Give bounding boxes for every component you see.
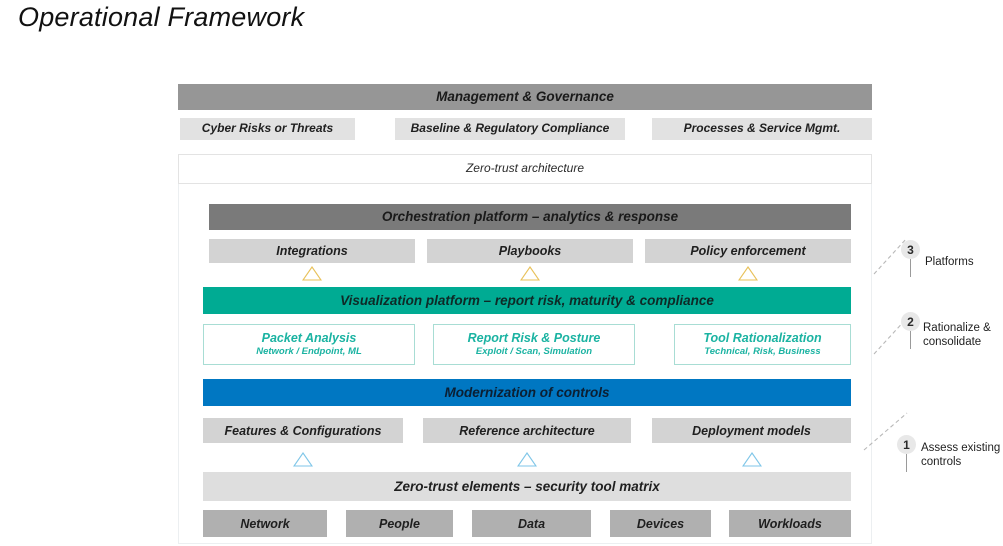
chip-network[interactable]: Network (203, 510, 327, 537)
triangle-blue-icon-1 (292, 452, 314, 472)
chip-baseline-regulatory-compliance[interactable]: Baseline & Regulatory Compliance (395, 118, 625, 140)
chip-cyber-risks-or-threats[interactable]: Cyber Risks or Threats (180, 118, 355, 140)
band-zero-trust-elements: Zero-trust elements – security tool matr… (203, 472, 851, 501)
annotation-3-stem (910, 259, 911, 277)
chip-deployment-models[interactable]: Deployment models (652, 418, 851, 443)
annotation-3-number: 3 (901, 240, 920, 259)
band-modernization-of-controls: Modernization of controls (203, 379, 851, 406)
chip-features-configurations[interactable]: Features & Configurations (203, 418, 403, 443)
chip-workloads[interactable]: Workloads (729, 510, 851, 537)
leader-line-3 (873, 237, 908, 275)
operational-framework-diagram: Management & Governance Cyber Risks or T… (178, 84, 872, 544)
chip-people[interactable]: People (346, 510, 453, 537)
card-packet-analysis-subtitle: Network / Endpoint, ML (256, 346, 362, 358)
annotation-2-number: 2 (901, 312, 920, 331)
leader-line-1 (863, 412, 908, 451)
leader-line-2 (873, 317, 908, 355)
page-title: Operational Framework (18, 2, 305, 32)
card-report-risk-posture[interactable]: Report Risk & Posture Exploit / Scan, Si… (433, 324, 635, 365)
chip-playbooks[interactable]: Playbooks (427, 239, 633, 263)
chip-processes-service-mgmt[interactable]: Processes & Service Mgmt. (652, 118, 872, 140)
chip-data[interactable]: Data (472, 510, 591, 537)
annotation-2-stem (910, 331, 911, 349)
triangle-gold-icon-3 (737, 266, 759, 286)
triangle-gold-icon-2 (519, 266, 541, 286)
annotation-1-stem (906, 454, 907, 472)
chip-policy-enforcement[interactable]: Policy enforcement (645, 239, 851, 263)
card-tool-rationalization[interactable]: Tool Rationalization Technical, Risk, Bu… (674, 324, 851, 365)
card-packet-analysis-title: Packet Analysis (261, 331, 357, 346)
card-report-risk-posture-title: Report Risk & Posture (467, 331, 601, 346)
card-tool-rationalization-title: Tool Rationalization (703, 331, 822, 346)
triangle-blue-icon-3 (741, 452, 763, 472)
band-visualization-platform: Visualization platform – report risk, ma… (203, 287, 851, 314)
triangle-blue-icon-2 (516, 452, 538, 472)
card-packet-analysis[interactable]: Packet Analysis Network / Endpoint, ML (203, 324, 415, 365)
chip-devices[interactable]: Devices (610, 510, 711, 537)
card-report-risk-posture-subtitle: Exploit / Scan, Simulation (475, 346, 593, 358)
card-tool-rationalization-subtitle: Technical, Risk, Business (704, 346, 821, 358)
triangle-gold-icon-1 (301, 266, 323, 286)
annotation-1-number: 1 (897, 435, 916, 454)
chip-reference-architecture[interactable]: Reference architecture (423, 418, 631, 443)
band-zero-trust-architecture: Zero-trust architecture (178, 154, 872, 184)
annotation-1-label: Assess existing controls (921, 442, 1001, 469)
chip-integrations[interactable]: Integrations (209, 239, 415, 263)
annotation-3-label: Platforms (925, 256, 974, 268)
band-management-governance: Management & Governance (178, 84, 872, 110)
band-orchestration-platform: Orchestration platform – analytics & res… (209, 204, 851, 230)
annotation-2-label: Rationalize & consolidate (923, 322, 991, 349)
